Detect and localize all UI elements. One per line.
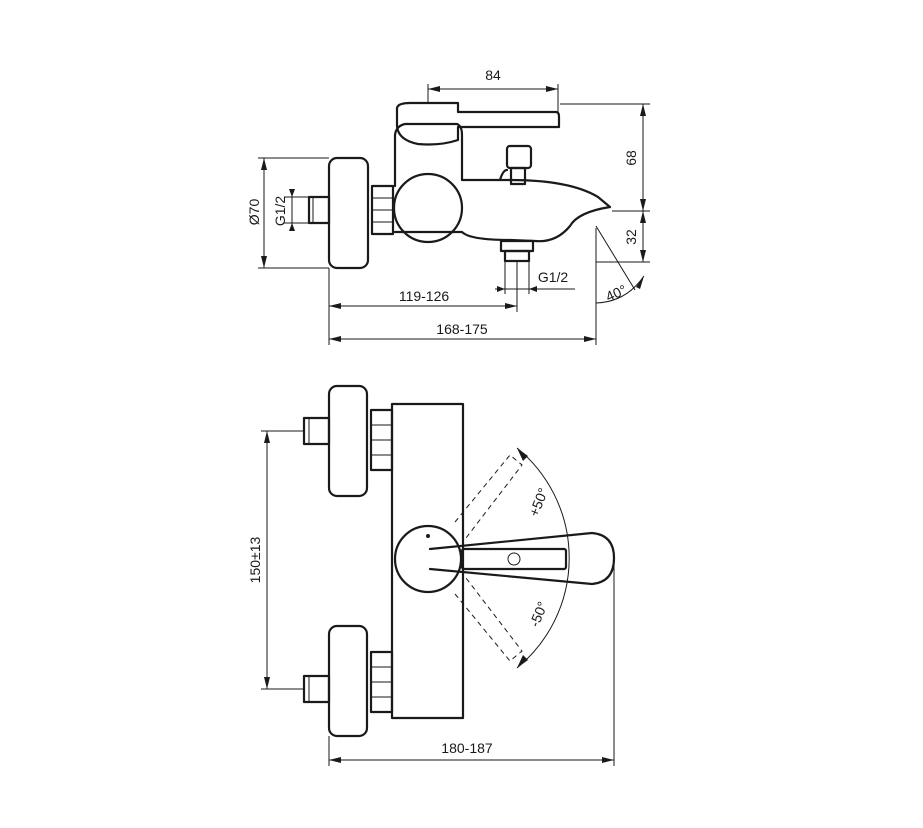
dim-side-overall: 168-175: [329, 228, 597, 345]
shower-outlet: [499, 239, 535, 263]
lever: [395, 101, 561, 146]
lever-arc: [516, 447, 570, 669]
dim-inlet-thread: G1/2: [272, 189, 309, 231]
mixer-body: [393, 122, 612, 243]
hex-nut: [370, 184, 395, 236]
cartridge: [392, 172, 464, 244]
dim-centres: 150±13: [247, 430, 304, 690]
dim-inlet-to-diverter: 119-126: [328, 261, 518, 345]
side-view: 84 68 32 Ø70: [246, 67, 650, 345]
dim-spout-height-label: 68: [623, 150, 639, 166]
dim-lever-plus-label: +50°: [525, 486, 551, 519]
dim-diverter-thread: G1/2: [495, 261, 575, 294]
mixer-body-top: [390, 402, 465, 720]
dim-spout-angle: 40°: [595, 225, 645, 305]
upper-hex-nut: [369, 408, 394, 472]
cartridge-top: [393, 524, 463, 594]
dim-centres-label: 150±13: [247, 536, 263, 583]
lever-range-dashed: [454, 454, 523, 662]
diverter-knob: [498, 144, 533, 186]
dim-inlet-to-diverter-label: 119-126: [399, 288, 450, 304]
dim-spout-drop: 32: [596, 211, 650, 263]
lower-hex-nut: [369, 650, 394, 714]
top-view: +50° -50° 150±13 180-187: [247, 384, 616, 766]
dim-spout-drop-label: 32: [623, 229, 639, 245]
dim-handle-length: 84: [427, 67, 559, 112]
inlet-connector: [307, 195, 331, 225]
dim-rosette-diameter-label: Ø70: [246, 199, 262, 226]
dim-handle-length-label: 84: [485, 67, 501, 83]
dim-spout-angle-label: 40°: [603, 281, 629, 304]
dim-diverter-thread-label: G1/2: [538, 269, 569, 285]
dim-top-overall-label: 180-187: [441, 740, 493, 756]
lever-top: [428, 531, 616, 586]
dim-side-overall-label: 168-175: [436, 321, 488, 337]
dim-inlet-thread-label: G1/2: [272, 196, 288, 227]
dim-spout-height: 68: [560, 103, 650, 212]
dim-rosette-diameter: Ø70: [246, 157, 329, 269]
wall-rosette: [327, 156, 370, 270]
lower-inlet: [302, 624, 394, 738]
dim-lever-minus-label: -50°: [526, 599, 551, 629]
dim-top-overall: 180-187: [328, 560, 615, 766]
upper-inlet: [302, 384, 394, 498]
